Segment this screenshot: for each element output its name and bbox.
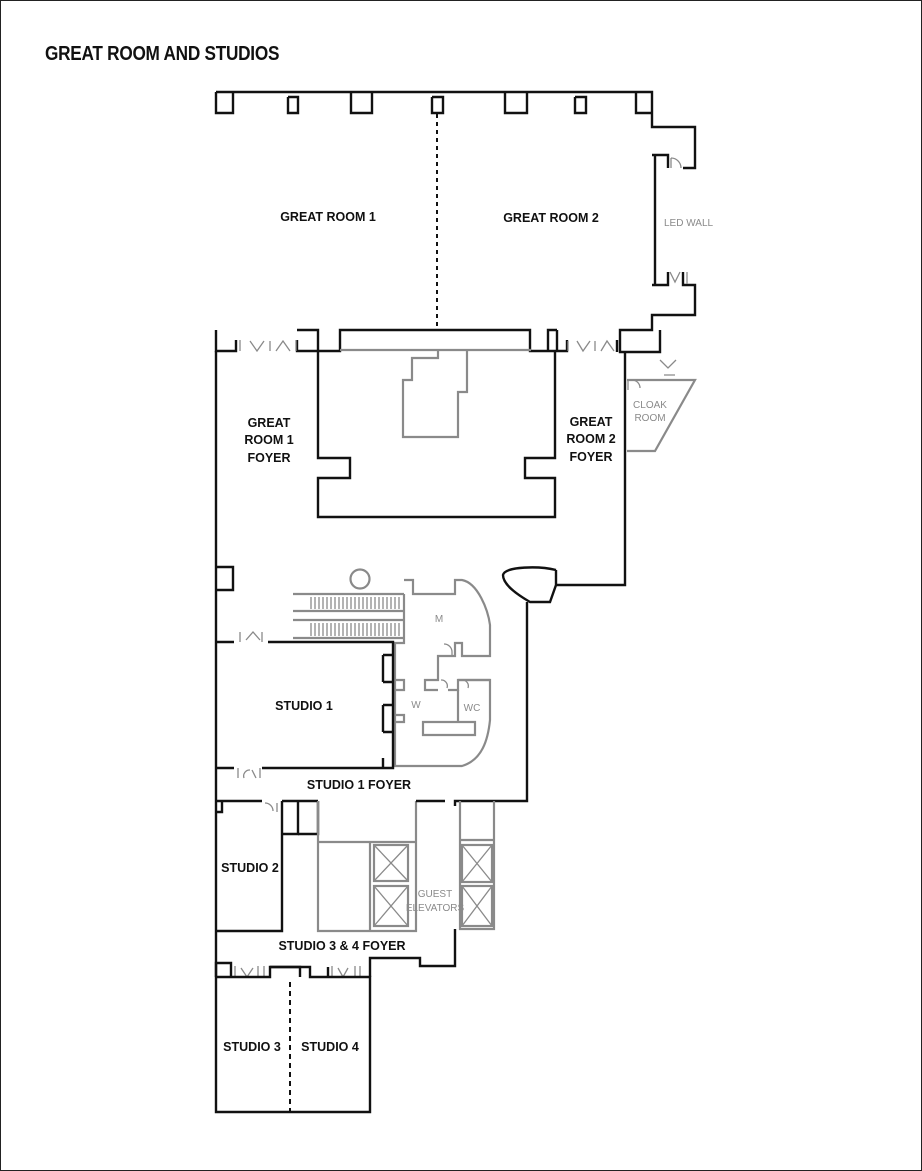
label-guest-elevators-line2: ELEVATORS: [406, 903, 465, 914]
label-m: M: [435, 614, 443, 625]
label-cloak-room-line2: ROOM: [634, 413, 665, 424]
label-gr1-foyer-line1: GREAT: [248, 416, 291, 430]
label-gr1-foyer-line3: FOYER: [247, 451, 290, 465]
label-great-room-1: GREAT ROOM 1: [280, 210, 376, 224]
room-labels: GREAT ROOM 1 GREAT ROOM 2 LED WALL GREAT…: [221, 210, 713, 1054]
label-gr2-foyer-line2: ROOM 2: [566, 432, 615, 446]
label-guest-elevators-line1: GUEST: [418, 889, 452, 900]
label-gr2-foyer-line1: GREAT: [570, 415, 613, 429]
label-cloak-room-line1: CLOAK: [633, 400, 667, 411]
label-led-wall: LED WALL: [664, 218, 714, 229]
great-room-walls: [214, 90, 697, 354]
label-wc: WC: [464, 703, 481, 714]
guest-elevators: [316, 799, 496, 977]
door-marks: [234, 157, 688, 979]
label-great-room-2: GREAT ROOM 2: [503, 211, 599, 225]
page-title: GREAT ROOM AND STUDIOS: [45, 43, 280, 65]
label-gr1-foyer-line2: ROOM 1: [244, 433, 293, 447]
escalator-block: [293, 568, 492, 768]
label-studio-4: STUDIO 4: [301, 1040, 359, 1054]
label-studio-2: STUDIO 2: [221, 861, 279, 875]
label-studio-3: STUDIO 3: [223, 1040, 281, 1054]
label-studio-1: STUDIO 1: [275, 699, 333, 713]
studio-1-walls: [216, 640, 395, 770]
label-studio-1-foyer: STUDIO 1 FOYER: [307, 778, 411, 792]
label-studio-34-foyer: STUDIO 3 & 4 FOYER: [278, 939, 405, 953]
label-w: W: [411, 700, 421, 711]
core-walls: [214, 348, 697, 1114]
label-gr2-foyer-line3: FOYER: [569, 450, 612, 464]
studio-34-walls: [214, 961, 330, 1112]
